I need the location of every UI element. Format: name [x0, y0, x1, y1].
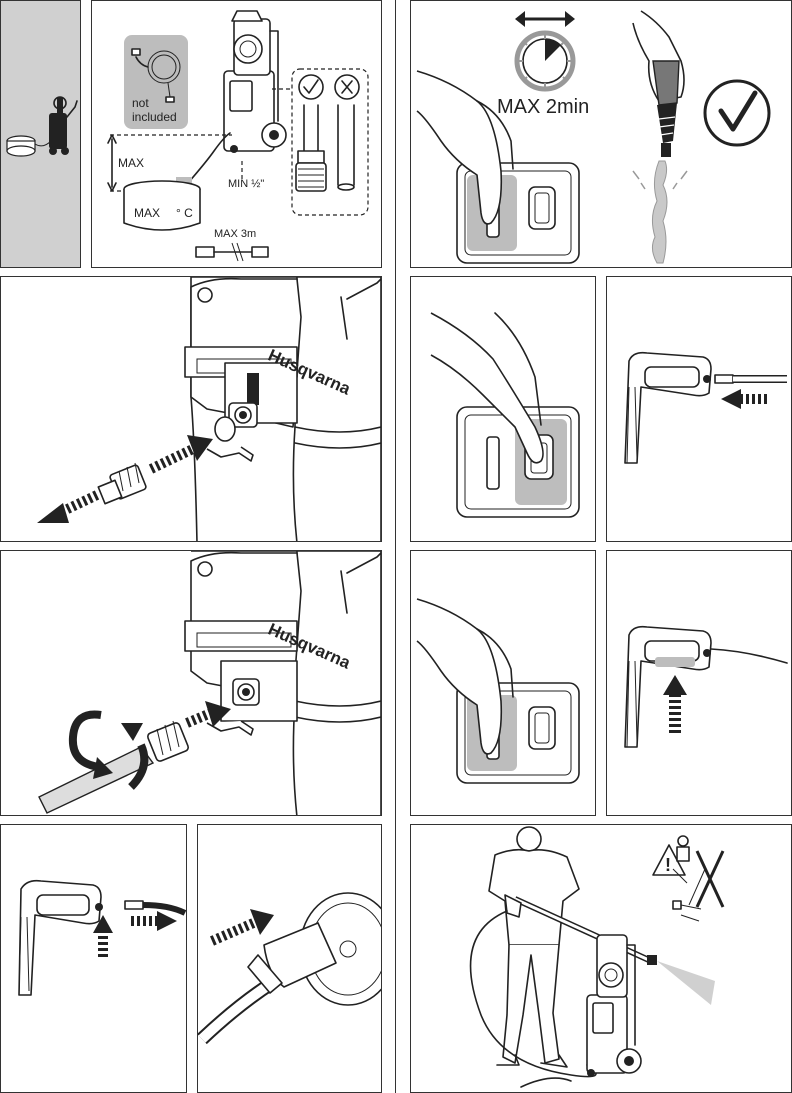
connect-gun-panel — [606, 276, 792, 542]
no-spray-people-icon — [673, 836, 723, 921]
hose-length-icon — [196, 243, 268, 261]
check-icon — [299, 75, 323, 99]
double-arrow-icon — [515, 11, 575, 27]
machine-tab-icon — [1, 1, 81, 268]
hose-label-line1: not — [132, 96, 149, 110]
trigger-panel — [606, 550, 792, 816]
switch-on-panel — [410, 276, 596, 542]
temp-unit-label: ° C — [176, 206, 193, 220]
spray-gun-handle-icon — [19, 881, 103, 995]
high-pressure-hose-icon — [125, 901, 185, 913]
hose-label-line2: included — [132, 110, 177, 124]
section-tab — [0, 0, 81, 268]
push-arrow-icon — [212, 909, 274, 941]
machine-body-icon — [185, 277, 381, 542]
min-diameter-label: MIN ½" — [228, 178, 264, 190]
water-jet-icon — [652, 161, 667, 263]
inlet-connector-icon — [207, 403, 257, 461]
push-arrow-icon — [721, 389, 767, 409]
spray-gun-handle-icon — [625, 353, 711, 463]
purge-panel: MAX 2min — [410, 0, 792, 268]
high-pressure-hose-icon — [715, 375, 787, 383]
switch-off-panel — [410, 550, 596, 816]
pull-arrow-icon — [131, 911, 177, 931]
water-supply-panel: not included MAX MAX ° C — [91, 0, 382, 268]
timer-icon — [517, 33, 573, 89]
high-pressure-hose-icon — [711, 649, 787, 663]
garden-hose-icon — [39, 721, 189, 813]
page-divider — [395, 0, 396, 1093]
spray-lance-icon — [633, 11, 684, 157]
pull-arrow-icon — [37, 495, 97, 523]
operator-figure-icon — [489, 827, 579, 1067]
max-time-label: MAX 2min — [497, 96, 589, 118]
brand-logo-icon — [198, 288, 212, 302]
water-spray-icon — [657, 961, 715, 1005]
inlet-fitting-panel: Husqvarna — [0, 276, 382, 542]
max-temp-label: MAX — [134, 206, 160, 220]
plug-in-panel — [197, 824, 382, 1093]
push-arrow-icon — [151, 435, 213, 469]
check-icon — [705, 81, 769, 145]
machine-body-icon — [185, 551, 381, 816]
svg-text:!: ! — [665, 855, 671, 875]
pressure-washer-icon — [587, 935, 641, 1077]
filter-icon — [296, 105, 326, 191]
hose-attach-panel: Husqvarna — [0, 550, 382, 816]
operation-panel: ! — [410, 824, 792, 1093]
adapter-fitting-icon — [98, 463, 146, 504]
gun-lock-panel — [0, 824, 187, 1093]
plain-hose-icon — [338, 105, 354, 190]
max-height-label: MAX — [118, 156, 144, 170]
pressure-washer-icon — [224, 11, 286, 153]
push-up-arrow-icon — [663, 675, 687, 733]
brand-logo-icon — [198, 562, 212, 576]
max-length-label: MAX 3m — [214, 228, 256, 240]
